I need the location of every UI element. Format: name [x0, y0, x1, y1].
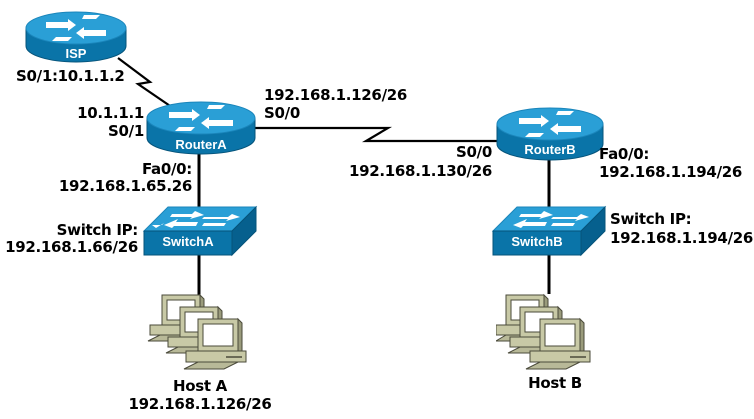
router-name: RouterB: [524, 142, 576, 157]
routera-s01-interface-label: S0/1: [108, 122, 144, 140]
switch-a[interactable]: SwitchA: [142, 205, 258, 257]
router-a[interactable]: RouterA: [145, 100, 257, 156]
pc-front: [525, 317, 591, 370]
router-name: RouterA: [175, 137, 227, 152]
routerb-fa00-interface-label: Fa0/0:: [599, 145, 650, 163]
pc-front: [183, 317, 247, 370]
workstation-group-icon: [494, 293, 591, 370]
routera-fa00-ip-label: 192.168.1.65.26: [58, 177, 192, 195]
routerb-fa00-ip-label: 192.168.1.194/26: [599, 163, 743, 181]
serial-link-isp-routera: [117, 57, 177, 111]
switcha-ip-label: 192.168.1.66/26: [5, 238, 138, 256]
routera-s00-interface-label: S0/0: [264, 104, 300, 122]
serial-link-routera-routerb: [255, 126, 498, 143]
switchb-ip-heading: Switch IP:: [610, 210, 692, 228]
switchb-ip-label: 192.168.1.194/26: [610, 229, 754, 247]
isp-interface-label: S0/1:10.1.1.2: [16, 67, 125, 85]
router-icon: [146, 101, 256, 155]
host-group-b[interactable]: [494, 293, 612, 373]
host-a-ip-label: 192.168.1.126/26: [128, 395, 272, 413]
router-isp[interactable]: ISP: [24, 10, 128, 64]
host-a-name: Host A: [173, 377, 227, 395]
host-b-name: Host B: [528, 374, 582, 392]
routerb-s00-ip-label: 192.168.1.130/26: [348, 162, 492, 180]
host-group-a[interactable]: [146, 293, 262, 373]
switch-name: SwitchA: [162, 234, 214, 249]
switch-name: SwitchB: [511, 234, 563, 249]
switcha-ip-heading: Switch IP:: [56, 221, 139, 239]
workstation-group-icon: [147, 293, 247, 370]
switch-b[interactable]: SwitchB: [491, 205, 607, 257]
router-icon: [25, 11, 127, 63]
switch-icon: [491, 205, 607, 257]
routera-s00-ip-label: 192.168.1.126/26: [264, 86, 408, 104]
routerb-s00-interface-label: S0/0: [456, 143, 492, 161]
switch-icon: [142, 205, 258, 257]
router-name: ISP: [65, 46, 87, 61]
router-b[interactable]: RouterB: [495, 106, 605, 162]
routera-s01-ip-label: 10.1.1.1: [77, 104, 144, 122]
router-icon: [496, 107, 604, 161]
routera-fa00-interface-label: Fa0/0:: [141, 160, 192, 178]
